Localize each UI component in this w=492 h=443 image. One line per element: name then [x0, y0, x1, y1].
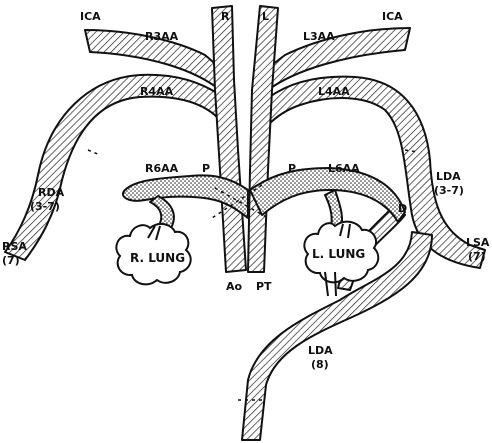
- label-rsa: RSA: [2, 240, 27, 253]
- rda-dash-mark: [88, 150, 100, 155]
- label-r: R: [221, 10, 230, 23]
- label-l4aa: L4AA: [318, 85, 350, 98]
- label-rsa-num: (7): [2, 254, 20, 267]
- label-r6aa: R6AA: [145, 162, 179, 175]
- label-lsa: LSA: [466, 236, 490, 249]
- label-lda-top-range: (3-7): [434, 184, 464, 197]
- label-lda-bottom: LDA: [308, 344, 333, 357]
- label-l-lung: L. LUNG: [312, 247, 365, 261]
- label-ao: Ao: [226, 280, 243, 293]
- label-p-left: P: [202, 162, 210, 175]
- label-l: L: [262, 10, 269, 23]
- label-lda-bottom-num: (8): [311, 358, 329, 371]
- label-lsa-num: (7): [468, 250, 486, 263]
- r4aa-rda-vessel: [5, 75, 220, 260]
- label-r3aa: R3AA: [145, 30, 179, 43]
- label-l6aa: L6AA: [328, 162, 360, 175]
- label-r4aa: R4AA: [140, 85, 174, 98]
- label-ica-right: ICA: [382, 10, 403, 23]
- label-p-right: P: [288, 162, 296, 175]
- label-l3aa: L3AA: [303, 30, 335, 43]
- label-ica-left: ICA: [80, 10, 101, 23]
- label-lda-top: LDA: [436, 170, 461, 183]
- label-rda-range: (3-7): [30, 200, 60, 213]
- ao-trunk: [212, 6, 246, 272]
- label-rda: RDA: [38, 186, 65, 199]
- pt-trunk: [248, 6, 278, 272]
- label-r-lung: R. LUNG: [130, 251, 185, 265]
- label-pt: PT: [256, 280, 272, 293]
- label-d: D: [398, 202, 407, 215]
